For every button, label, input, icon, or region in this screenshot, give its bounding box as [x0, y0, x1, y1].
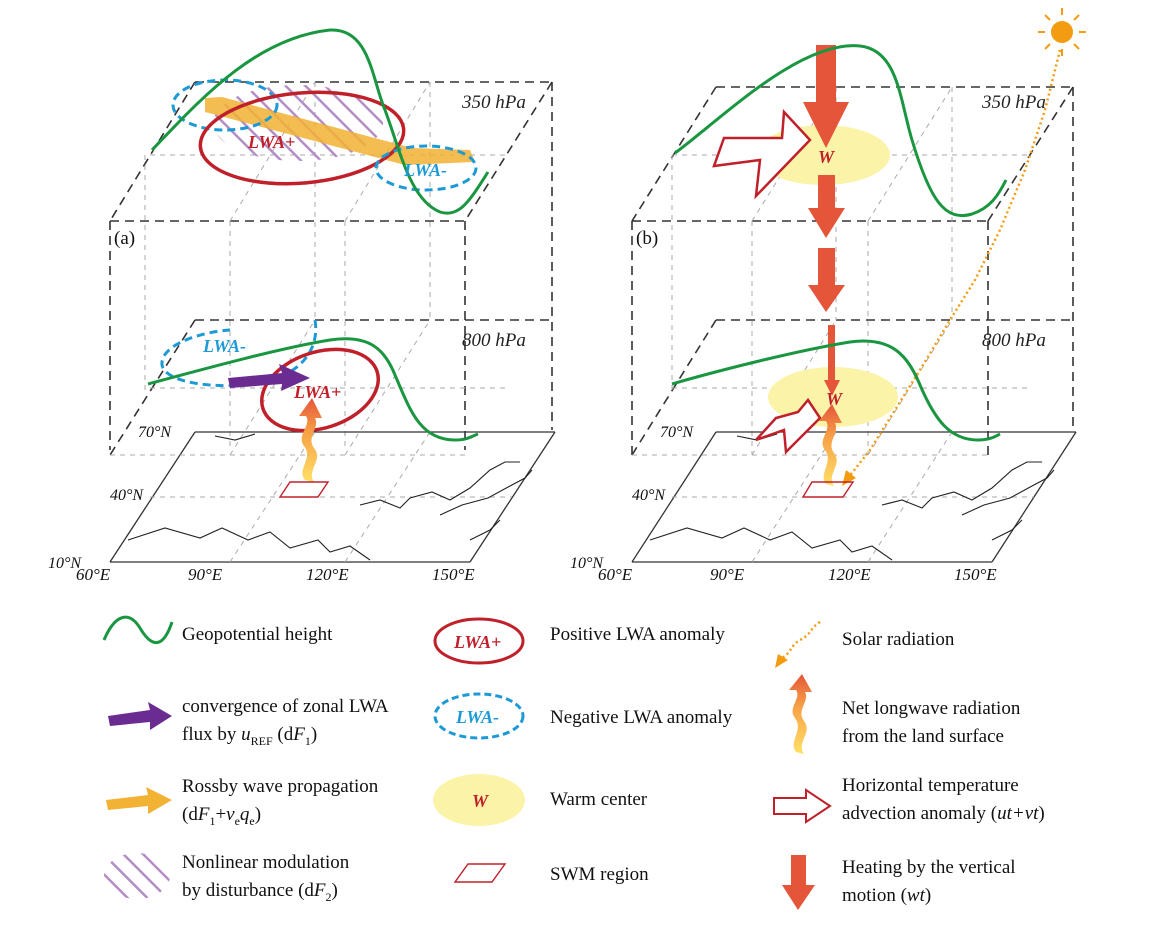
- panel-tag-b: (b): [636, 228, 658, 249]
- legend-swm-text: SWM region: [550, 864, 649, 885]
- legend-rossby-line1: Rossby wave propagation: [182, 776, 379, 797]
- heating-arrow-icon: [782, 855, 815, 910]
- lat-label-40-a: 40°N: [110, 487, 144, 504]
- hatched-ellipse-icon: [104, 853, 170, 899]
- lat-label-10-b: 10°N: [570, 555, 604, 572]
- geopotential-lower-a: [147, 337, 479, 442]
- warm-center-icon: [433, 774, 525, 826]
- legend-convergence-line1: convergence of zonal LWA: [182, 696, 389, 717]
- legend: Geopotential height convergence of zonal…: [102, 615, 1045, 910]
- longwave-arrow-b: [819, 404, 842, 486]
- lon-label-120-b: 120°E: [828, 565, 871, 584]
- advection-arrow-upper-b: [712, 109, 812, 200]
- solar-radiation-arrowhead: [842, 470, 856, 486]
- lat-label-40-b: 40°N: [632, 487, 666, 504]
- legend-solar-text: Solar radiation: [842, 629, 955, 650]
- lon-label-60-a: 60°E: [76, 565, 111, 584]
- legend-lwa-positive-icon-text: LWA+: [453, 632, 501, 652]
- lon-label-150-b: 150°E: [954, 565, 997, 584]
- negative-lwa-ellipse-icon: [433, 692, 525, 740]
- purple-arrow-icon: [108, 702, 172, 730]
- panel-b: W W 350 hPa 800 hPa (b) 70°N 40°N 10°N 6…: [570, 8, 1086, 584]
- swm-region-icon: [453, 863, 507, 883]
- coastline-b: [649, 433, 1055, 561]
- warm-label-lower-b: W: [826, 389, 844, 409]
- legend-warm-icon-text: W: [472, 791, 490, 811]
- heating-arrow-low-b: [824, 325, 840, 396]
- lon-label-150-a: 150°E: [432, 565, 475, 584]
- sun-icon: [1038, 8, 1086, 56]
- legend-rossby-line2: (dF1+veqe): [182, 804, 261, 828]
- legend-warm-text: Warm center: [550, 789, 648, 810]
- lon-label-120-a: 120°E: [306, 565, 349, 584]
- negative-lwa-upper-right-a: [374, 144, 478, 192]
- lat-label-10-a: 10°N: [48, 555, 82, 572]
- coastline-a: [127, 433, 533, 561]
- legend-nonlinear-line2: by disturbance (dF2): [182, 880, 338, 904]
- orange-arrow-icon: [106, 787, 172, 814]
- legend-convergence-line2: flux by uREF (dF1): [182, 724, 317, 748]
- positive-lwa-lower-a: [259, 347, 381, 433]
- legend-longwave-line1: Net longwave radiation: [842, 698, 1021, 719]
- level-label-upper-a: 350 hPa: [461, 92, 526, 113]
- panel-a: LWA+ LWA- 350 hPa LWA+ LWA- 800 hPa (a) …: [48, 28, 556, 584]
- hollow-arrow-icon: [773, 788, 832, 824]
- purple-zonal-arrow-a: [228, 364, 310, 391]
- advection-arrow-lower-b: [755, 397, 822, 455]
- positive-lwa-ellipse-icon: [433, 617, 525, 665]
- geopotential-wave-icon: [102, 615, 174, 644]
- panel-tag-a: (a): [114, 228, 135, 249]
- lat-label-70-b: 70°N: [660, 424, 694, 441]
- heating-arrow-mid2-b: [808, 248, 845, 312]
- heating-arrow-top-b: [803, 45, 849, 148]
- base-map-a: [109, 431, 556, 563]
- lon-label-90-a: 90°E: [188, 565, 223, 584]
- legend-advection-line2: advection anomaly (ut+vt): [842, 803, 1045, 824]
- lat-label-70-a: 70°N: [138, 424, 172, 441]
- level-label-lower-a: 800 hPa: [462, 330, 526, 351]
- longwave-arrow-icon: [789, 674, 812, 754]
- lon-label-60-b: 60°E: [598, 565, 633, 584]
- legend-positive-text: Positive LWA anomaly: [550, 624, 725, 645]
- legend-negative-text: Negative LWA anomaly: [550, 707, 733, 728]
- geopotential-lower-b: [671, 339, 1001, 442]
- level-label-lower-b: 800 hPa: [982, 330, 1046, 351]
- lwa-positive-label-lower-a: LWA+: [293, 382, 341, 402]
- solar-radiation-icon-head: [775, 654, 788, 668]
- swm-region-a: [278, 481, 330, 498]
- negative-lwa-lower-a: [160, 319, 318, 388]
- legend-nonlinear-line1: Nonlinear modulation: [182, 852, 350, 873]
- legend-longwave-line2: from the land surface: [842, 726, 1004, 747]
- legend-geopotential-text: Geopotential height: [182, 624, 333, 645]
- lwa-negative-label-lower-a: LWA-: [202, 336, 246, 356]
- level-label-upper-b: 350 hPa: [981, 92, 1046, 113]
- legend-lwa-negative-icon-text: LWA-: [455, 707, 499, 727]
- swm-region-b: [801, 481, 855, 498]
- solar-radiation-icon: [781, 620, 821, 660]
- lwa-negative-label-upper-a: LWA-: [403, 160, 447, 180]
- legend-advection-line1: Horizontal temperature: [842, 775, 1019, 796]
- longwave-arrow-a: [299, 398, 322, 482]
- warm-label-upper-b: W: [818, 147, 836, 167]
- geopotential-upper-a: [150, 28, 490, 215]
- legend-heating-line1: Heating by the vertical: [842, 857, 1016, 878]
- heating-arrow-mid1-b: [808, 175, 845, 238]
- base-map-b: [631, 431, 1077, 563]
- legend-heating-line2: motion (wt): [842, 885, 931, 906]
- positive-lwa-upper-a: [198, 90, 406, 186]
- lwa-positive-label-upper-a: LWA+: [247, 132, 295, 152]
- lon-label-90-b: 90°E: [710, 565, 745, 584]
- geopotential-upper-b: [674, 44, 1008, 217]
